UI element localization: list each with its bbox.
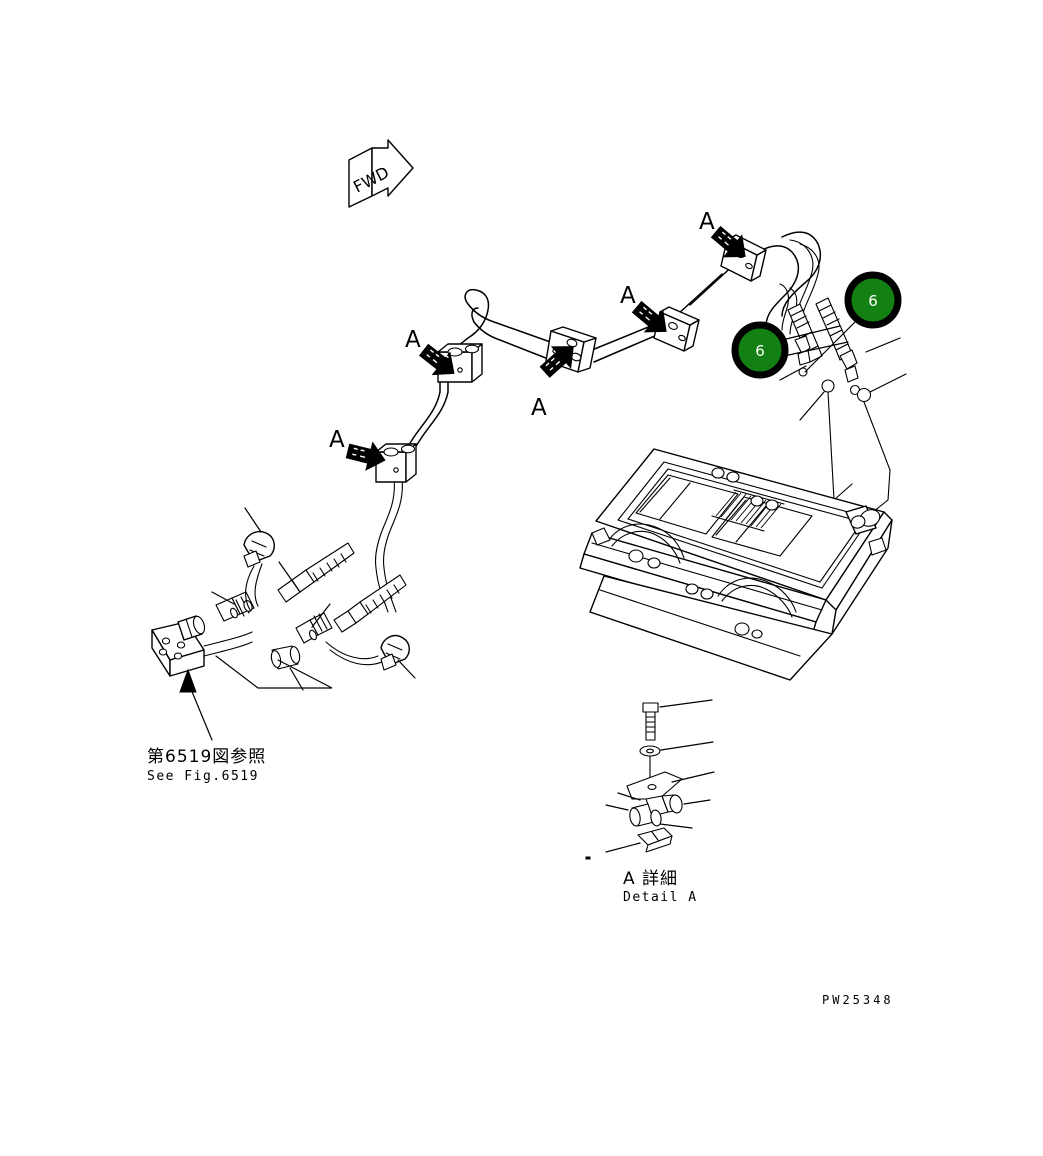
callout-6-left[interactable]: 6 [731,321,849,379]
section-label-a: A [531,395,547,421]
see-fig-note: 第6519図参照 See Fig.6519 [147,747,266,784]
elbow-fitting-bottom [380,634,410,671]
detail-a-note-jp: A 詳細 [623,869,678,889]
see-fig-note-jp: 第6519図参照 [147,747,266,767]
figure-code: PW25348 [822,993,894,1007]
adapter-fitting-2 [295,612,333,644]
upper-right-fittings [779,239,907,421]
section-mark-a-4: A [699,209,746,258]
detail-washer [639,745,661,757]
section-mark-a-2: A [531,346,574,421]
fwd-arrow: FWD [348,139,414,208]
lower-left-parts [203,507,416,691]
panel-assembly [579,448,893,681]
callout-number: 6 [868,292,878,310]
section-label-a: A [620,283,636,309]
panel-clamp-nubs [628,467,779,639]
detail-clamp-halves [629,794,683,827]
detail-a-note-en: Detail A [623,890,698,905]
hose-clamp-5 [375,443,417,483]
elbow-fitting-left [794,335,811,377]
valve-block-assembly [151,615,206,677]
see-fig-note-en: See Fig.6519 [147,769,259,784]
section-label-a: A [329,427,345,453]
section-label-a: A [405,327,421,353]
detail-bolt [642,702,659,741]
panel-hose-inlet [845,505,881,535]
callout-number: 6 [755,342,765,360]
section-mark-a-1: A [405,327,455,376]
elbow-fitting-right [839,349,861,396]
callout-6-right[interactable]: 6 [804,271,902,373]
detail-clip [637,827,673,853]
section-mark-a-3: A [620,283,667,333]
section-mark-a-5: A [329,427,386,471]
section-label-a: A [699,209,715,235]
detail-a-assembly [585,699,715,860]
detail-a-note: A 詳細 Detail A [623,869,698,905]
see-fig-pointer [179,668,213,741]
elbow-fitting-top-left [243,530,275,568]
stud-bolt-1 [277,542,355,603]
stud-bolt-2 [333,574,407,633]
sleeve-bushing-1 [270,645,301,670]
